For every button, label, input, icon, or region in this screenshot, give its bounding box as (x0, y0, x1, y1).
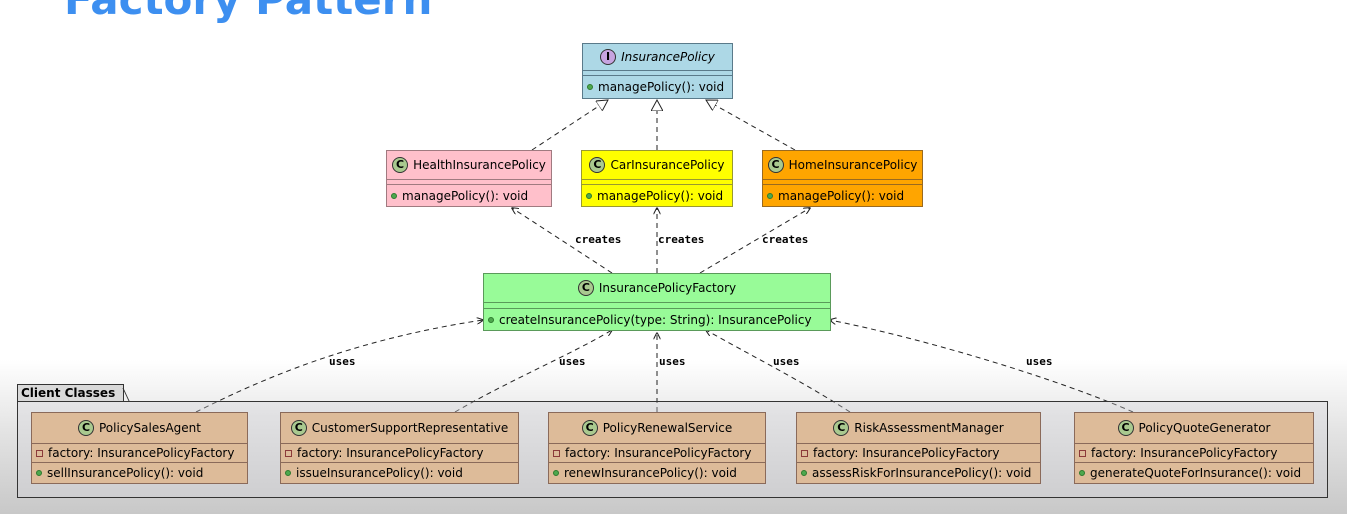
class-icon: C (581, 420, 598, 436)
class-icon: C (767, 157, 784, 173)
public-method-icon (285, 470, 291, 476)
class-policy-quote-generator: C PolicyQuoteGenerator factory: Insuranc… (1074, 412, 1314, 484)
uses-quote (830, 320, 1134, 413)
class-name: HealthInsurancePolicy (413, 158, 546, 172)
private-field-icon (1079, 449, 1086, 457)
method: managePolicy(): void (402, 188, 529, 203)
private-field-icon (36, 449, 43, 457)
public-method-icon (1079, 470, 1085, 476)
field: factory: InsurancePolicyFactory (48, 446, 235, 460)
class-car-insurance-policy: C CarInsurancePolicy managePolicy(): voi… (581, 150, 733, 207)
class-name: PolicySalesAgent (99, 421, 201, 435)
class-name: InsurancePolicyFactory (598, 281, 737, 295)
edge-label-creates: creates (762, 233, 809, 246)
class-icon: C (589, 157, 606, 173)
method: issueInsurancePolicy(): void (296, 466, 463, 480)
class-icon: C (78, 420, 94, 436)
class-customer-support-representative: C CustomerSupportRepresentative factory:… (280, 412, 519, 484)
field: factory: InsurancePolicyFactory (1091, 446, 1278, 460)
method: managePolicy(): void (597, 188, 724, 203)
private-field-icon (553, 449, 560, 457)
public-method-icon (391, 192, 397, 199)
edge-label-uses: uses (1026, 355, 1053, 368)
uses-sales-agent (195, 320, 483, 413)
method: generateQuoteForInsurance(): void (1090, 466, 1302, 480)
public-method-icon (36, 470, 42, 476)
creates-health (512, 208, 613, 274)
creates-home (699, 208, 810, 274)
class-home-insurance-policy: C HomeInsurancePolicy managePolicy(): vo… (762, 150, 923, 207)
class-name: HomeInsurancePolicy (788, 158, 918, 172)
class-name: InsurancePolicy (621, 50, 715, 64)
uses-support (454, 330, 612, 413)
class-insurance-policy-factory: C InsurancePolicyFactory createInsurance… (483, 273, 831, 331)
class-name: CarInsurancePolicy (610, 158, 725, 172)
method: managePolicy(): void (778, 188, 905, 203)
public-method-icon (553, 470, 559, 476)
package-tab: Client Classes (17, 384, 125, 402)
class-risk-assessment-manager: C RiskAssessmentManager factory: Insuran… (796, 412, 1041, 484)
public-method-icon (801, 470, 807, 476)
method: managePolicy(): void (598, 80, 725, 94)
interface-insurance-policy: I InsurancePolicy managePolicy(): void (582, 43, 733, 99)
field: factory: InsurancePolicyFactory (297, 446, 484, 460)
class-icon: C (290, 420, 307, 436)
edge-label-uses: uses (329, 355, 356, 368)
field: factory: InsurancePolicyFactory (813, 446, 1000, 460)
class-icon: C (577, 280, 594, 296)
public-method-icon (488, 316, 494, 323)
class-icon: C (392, 157, 409, 173)
method: assessRiskForInsurancePolicy(): void (812, 466, 1032, 480)
class-name: PolicyQuoteGenerator (1138, 421, 1271, 435)
page-title: Factory Pattern (64, 0, 432, 22)
realization-home (706, 100, 796, 151)
class-policy-renewal-service: C PolicyRenewalService factory: Insuranc… (548, 412, 766, 484)
private-field-icon (801, 449, 808, 457)
method: renewInsurancePolicy(): void (564, 466, 737, 480)
public-method-icon (586, 192, 592, 199)
edge-label-creates: creates (658, 233, 705, 246)
class-icon: C (1117, 420, 1134, 436)
public-method-icon (767, 192, 773, 199)
class-health-insurance-policy: C HealthInsurancePolicy managePolicy(): … (386, 150, 552, 207)
class-name: PolicyRenewalService (602, 421, 733, 435)
realization-health (531, 100, 608, 151)
private-field-icon (285, 449, 292, 457)
interface-icon: I (600, 49, 617, 65)
public-method-icon (587, 84, 593, 90)
edge-label-uses: uses (659, 355, 686, 368)
class-name: CustomerSupportRepresentative (311, 421, 509, 435)
uses-risk (706, 330, 851, 413)
edge-label-uses: uses (559, 355, 586, 368)
method: createInsurancePolicy(type: String): Ins… (499, 312, 812, 327)
field: factory: InsurancePolicyFactory (565, 446, 752, 460)
class-name: RiskAssessmentManager (854, 421, 1004, 435)
class-policy-sales-agent: C PolicySalesAgent factory: InsurancePol… (31, 412, 248, 484)
class-icon: C (833, 420, 850, 436)
edge-label-creates: creates (575, 233, 622, 246)
method: sellInsurancePolicy(): void (47, 466, 204, 480)
edge-label-uses: uses (773, 355, 800, 368)
